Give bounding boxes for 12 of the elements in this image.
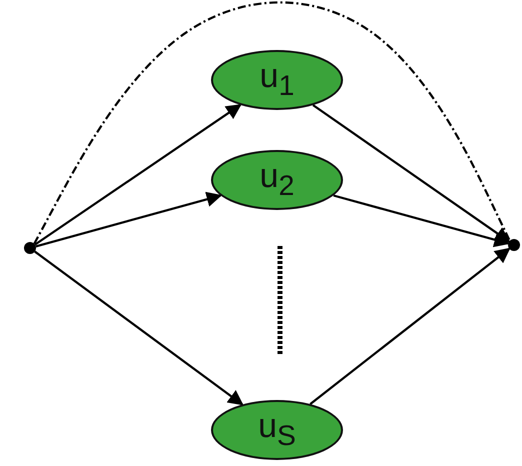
arrow — [34, 250, 244, 406]
node-label: u$_{2}$ — [260, 159, 294, 201]
arrow — [312, 104, 510, 242]
dash-dot-curve — [33, 1, 511, 244]
arrow — [333, 194, 510, 248]
arrow — [310, 248, 510, 405]
node-dot — [24, 242, 36, 254]
node-label: u$_{S}$ — [258, 409, 296, 451]
arrow — [34, 104, 242, 246]
arrow — [36, 192, 222, 248]
node-dot — [508, 239, 520, 251]
node-label: u$_{1}$ — [260, 59, 294, 101]
